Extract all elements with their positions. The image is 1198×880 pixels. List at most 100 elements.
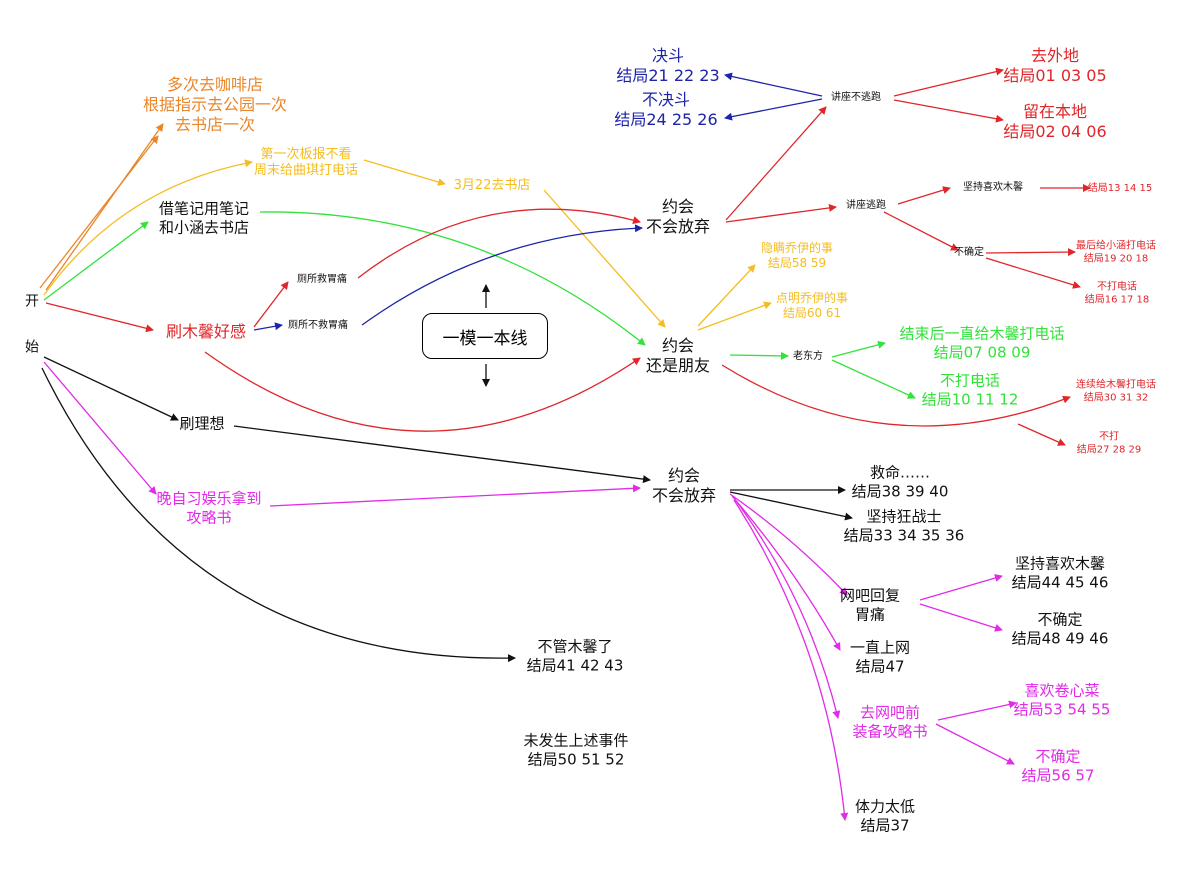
node-mu-favor-line: 刷木馨好感: [165, 322, 247, 341]
node-ignore-mu-line: 结局41 42 43: [526, 656, 624, 674]
node-unsure-3-line: 结局56 57: [1021, 766, 1095, 784]
edge-lecture-no-run-to-stay: [893, 99, 1004, 123]
node-date-friends-line: 约会: [661, 336, 695, 355]
node-berserker-line: 结局33 34 35 36: [843, 526, 965, 544]
node-always-online-line: 一直上网: [849, 638, 911, 657]
node-none-happened: 未发生上述事件结局50 51 52: [523, 731, 628, 769]
node-keep-like-mu-line: 坚持喜欢木馨: [963, 181, 1023, 193]
edge-start-kai-to-coffee: [39, 135, 159, 289]
node-low-stamina-line: 体力太低: [854, 797, 916, 816]
edge-start-shi-to-study-hall: [43, 361, 157, 495]
node-keep-call-mu-line: 结局30 31 32: [1083, 392, 1149, 403]
edge-bulletin-to-march22: [363, 159, 446, 186]
edge-lecture-no-run-to-duel: [724, 72, 823, 97]
node-study-hall-line: 攻略书: [186, 508, 232, 526]
node-like-cabbage-line: 喜欢卷心菜: [1024, 681, 1100, 700]
edge-date-2-to-low-stamina: [733, 499, 849, 821]
node-duel-line: 结局21 22 23: [616, 66, 720, 85]
edge-start-kai-to-coffee: [45, 123, 164, 291]
edge-date-2-to-berserker: [729, 491, 853, 521]
node-stay-line: 留在本地: [1022, 102, 1088, 121]
node-coffee-line: 多次去咖啡店: [166, 75, 264, 94]
node-go-away-line: 去外地: [1030, 46, 1080, 65]
node-keep-calling-line: 结束后一直给木馨打电话: [899, 324, 1065, 343]
node-like-cabbage: 喜欢卷心菜结局53 54 55: [1014, 681, 1111, 719]
node-date-2: 约会不会放弃: [652, 466, 716, 506]
edge-pre-netcafe-to-unsure-3: [935, 723, 1015, 765]
node-save-life: 救命……结局38 39 40: [852, 463, 949, 501]
edge-date-2-to-netcafe-reply: [729, 493, 848, 596]
edge-pre-netcafe-to-like-cabbage: [937, 700, 1017, 721]
node-no-duel-line: 结局24 25 26: [614, 110, 718, 129]
edge-date-1-to-lecture-run: [725, 203, 837, 223]
node-go-away: 去外地结局01 03 05: [1003, 46, 1106, 86]
node-study-hall: 晚自习娱乐拿到攻略书: [156, 489, 261, 527]
node-ignore-mu-line: 不管木馨了: [537, 637, 613, 656]
node-mu-favor: 刷木馨好感: [166, 322, 246, 342]
node-start-kai-line: 开: [25, 293, 39, 310]
node-keep-like-mu: 坚持喜欢木馨: [963, 182, 1023, 195]
node-notes-line: 和小涵去书店: [158, 218, 250, 236]
node-lecture-no-run: 讲座不逃跑: [831, 92, 881, 105]
node-ignore-mu: 不管木馨了结局41 42 43: [527, 637, 624, 675]
node-duel: 决斗结局21 22 23: [616, 46, 719, 86]
node-start-shi-line: 始: [25, 339, 39, 356]
node-end-13: 结局13 14 15: [1088, 183, 1153, 196]
edge-mu-favor-to-toilet-save: [253, 281, 289, 328]
node-hide-qiaoyi-line: 结局58 59: [767, 256, 827, 270]
node-old-east: 老东方: [793, 351, 823, 364]
node-no-call-1: 不打电话结局16 17 18: [1085, 282, 1150, 307]
node-coffee: 多次去咖啡店根据指示去公园一次去书店一次: [143, 75, 287, 135]
node-call-xiaohan-line: 最后给小涵打电话: [1076, 240, 1156, 252]
node-march22-line: 3月22去书店: [453, 177, 531, 193]
edge-mu-favor-to-date-friends: [204, 351, 641, 432]
edge-toilet-nosave-to-date-1: [361, 224, 643, 326]
node-notes-line: 借笔记用笔记: [158, 199, 250, 218]
edge-netcafe-reply-to-keep-like-mu-2: [919, 574, 1003, 601]
node-no-call-2: 不打电话结局10 11 12: [922, 371, 1019, 409]
edge-old-east-to-keep-calling: [831, 340, 886, 358]
node-date-1-line: 不会放弃: [645, 217, 711, 236]
node-keep-like-mu-2: 坚持喜欢木馨结局44 45 46: [1012, 554, 1109, 592]
node-keep-like-mu-2-line: 结局44 45 46: [1011, 573, 1109, 591]
node-none-happened-line: 未发生上述事件: [523, 731, 629, 750]
node-date-2-line: 约会: [667, 466, 701, 485]
edge-mu-favor-to-toilet-nosave: [253, 322, 283, 331]
node-unsure-3-line: 不确定: [1035, 747, 1081, 766]
node-toilet-save: 厕所救胃痛: [297, 274, 347, 287]
node-old-east-line: 老东方: [793, 350, 823, 362]
node-unsure-2-line: 不确定: [1037, 610, 1083, 629]
node-notes: 借笔记用笔记和小涵去书店: [159, 199, 249, 237]
node-low-stamina-line: 结局37: [860, 816, 910, 834]
edge-lecture-no-run-to-go-away: [893, 67, 1004, 97]
node-end-13-line: 结局13 14 15: [1087, 182, 1153, 194]
node-date-friends-line: 还是朋友: [645, 356, 711, 375]
node-call-xiaohan-line: 结局19 20 18: [1083, 253, 1149, 264]
node-pre-netcafe-line: 装备攻略书: [852, 722, 928, 740]
node-no-duel-line: 不决斗: [641, 90, 691, 109]
node-berserker: 坚持狂战士结局33 34 35 36: [844, 507, 965, 545]
edge-date-friends-to-old-east: [729, 351, 789, 360]
node-toilet-nosave: 厕所不救胃痛: [288, 320, 348, 333]
edge-date-2-to-always-online: [731, 495, 841, 651]
node-netcafe-reply: 网吧回复胃痛: [840, 586, 900, 624]
node-keep-call-mu-line: 连续给木馨打电话: [1076, 379, 1156, 391]
node-lecture-run: 讲座逃跑: [846, 200, 886, 213]
node-berserker-line: 坚持狂战士: [866, 507, 942, 526]
node-always-online: 一直上网结局47: [850, 638, 910, 676]
node-duel-line: 决斗: [651, 46, 685, 65]
node-start-shi: 始: [25, 339, 39, 357]
node-always-online-line: 结局47: [855, 657, 905, 675]
node-hide-qiaoyi-line: 隐瞒乔伊的事: [760, 241, 834, 255]
node-reveal-qiaoyi-line: 点明乔伊的事: [775, 291, 849, 305]
node-lecture-run-line: 讲座逃跑: [846, 199, 886, 211]
node-bulletin: 第一次板报不看周末给曲琪打电话: [254, 147, 358, 180]
node-no-call-1-line: 结局16 17 18: [1084, 294, 1150, 305]
edge-unsure-1-to-call-xiaohan: [985, 248, 1076, 257]
node-pre-netcafe: 去网吧前装备攻略书: [852, 703, 927, 741]
node-unsure-2: 不确定结局48 49 46: [1012, 610, 1109, 648]
node-toilet-save-line: 厕所救胃痛: [297, 273, 347, 285]
node-date-1-line: 约会: [661, 197, 695, 216]
edge-lecture-run-to-unsure-1: [883, 211, 959, 251]
